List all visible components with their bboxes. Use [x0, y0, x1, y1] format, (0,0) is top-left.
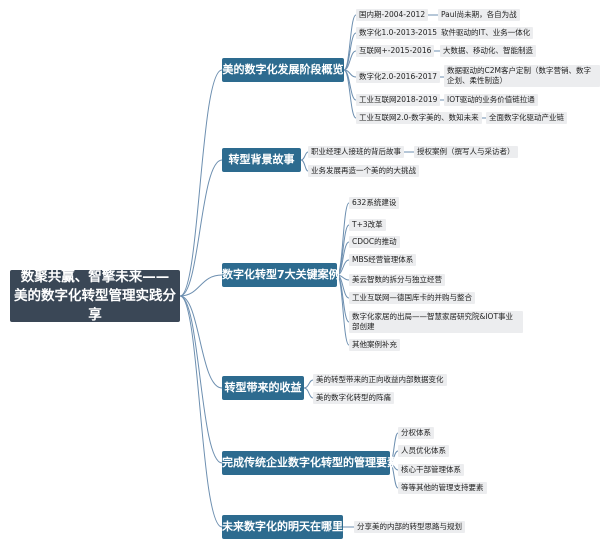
- stage-item[interactable]: 国内期-2004-2012: [356, 9, 429, 21]
- story-item[interactable]: 职业经理人接班的背后故事: [308, 146, 404, 158]
- stage-item[interactable]: 工业互联网2018-2019: [356, 94, 441, 106]
- branch-management-elements[interactable]: 完成传统企业数字化转型的管理要素: [222, 451, 398, 475]
- element-item[interactable]: 等等其他的管理支持要素: [398, 482, 487, 494]
- branch-benefits[interactable]: 转型带来的收益: [222, 376, 304, 400]
- stage-item[interactable]: 数字化2.0-2016-2017: [356, 71, 441, 83]
- case-item[interactable]: 其他案例补充: [349, 339, 400, 351]
- case-item[interactable]: CDOC的推动: [349, 236, 400, 248]
- benefit-item[interactable]: 美的转型带来的正向收益内部数据变化: [313, 374, 447, 386]
- stage-detail[interactable]: 全面数字化驱动产业链: [486, 112, 567, 124]
- branch-future[interactable]: 未来数字化的明天在哪里: [222, 515, 343, 539]
- stage-detail[interactable]: 软件驱动的IT、业务一体化: [438, 27, 534, 39]
- stage-item[interactable]: 互联网+-2015-2016: [356, 45, 435, 57]
- benefit-item[interactable]: 美的数字化转型的阵痛: [313, 392, 394, 404]
- branch-background-story[interactable]: 转型背景故事: [222, 148, 301, 172]
- stage-detail[interactable]: 数据驱动的C2M客户定制（数字营销、数字企划、柔性制造）: [444, 65, 600, 87]
- case-item[interactable]: 工业互联网—德国库卡的并购与整合: [349, 292, 475, 304]
- element-item[interactable]: 核心干部管理体系: [398, 464, 464, 476]
- stage-detail[interactable]: IOT驱动的业务价值链拉通: [444, 94, 538, 106]
- stage-detail[interactable]: 大数据、移动化、智能制造: [440, 45, 536, 57]
- element-item[interactable]: 人员优化体系: [398, 445, 449, 457]
- future-item[interactable]: 分享美的内部的转型思路与规划: [354, 521, 465, 533]
- stage-detail[interactable]: Paul尚未期，各自为战: [438, 9, 520, 21]
- case-item[interactable]: MBS经营管理体系: [349, 254, 417, 266]
- case-item[interactable]: 美云智数的拆分与独立经营: [349, 274, 445, 286]
- story-detail[interactable]: 授权案例（撰写人与采访者）: [414, 146, 518, 158]
- story-item[interactable]: 业务发展再造一个美的的大挑战: [308, 165, 419, 177]
- element-item[interactable]: 分权体系: [398, 427, 434, 439]
- case-item[interactable]: 632系统建设: [349, 197, 400, 209]
- branch-key-cases[interactable]: 数字化转型7大关键案例: [222, 263, 340, 287]
- branch-development-stages[interactable]: 美的数字化发展阶段概览: [222, 58, 344, 82]
- case-item[interactable]: 数字化家居的出局——智慧家居研究院&IOT事业部创建: [349, 311, 523, 333]
- stage-item[interactable]: 数字化1.0-2013-2015: [356, 27, 441, 39]
- case-item[interactable]: T+3改革: [349, 219, 386, 231]
- root-topic[interactable]: 数聚共赢、智擎未来—— 美的数字化转型管理实践分享: [10, 269, 180, 323]
- stage-item[interactable]: 工业互联网2.0-数字美的、数知未来: [356, 112, 482, 124]
